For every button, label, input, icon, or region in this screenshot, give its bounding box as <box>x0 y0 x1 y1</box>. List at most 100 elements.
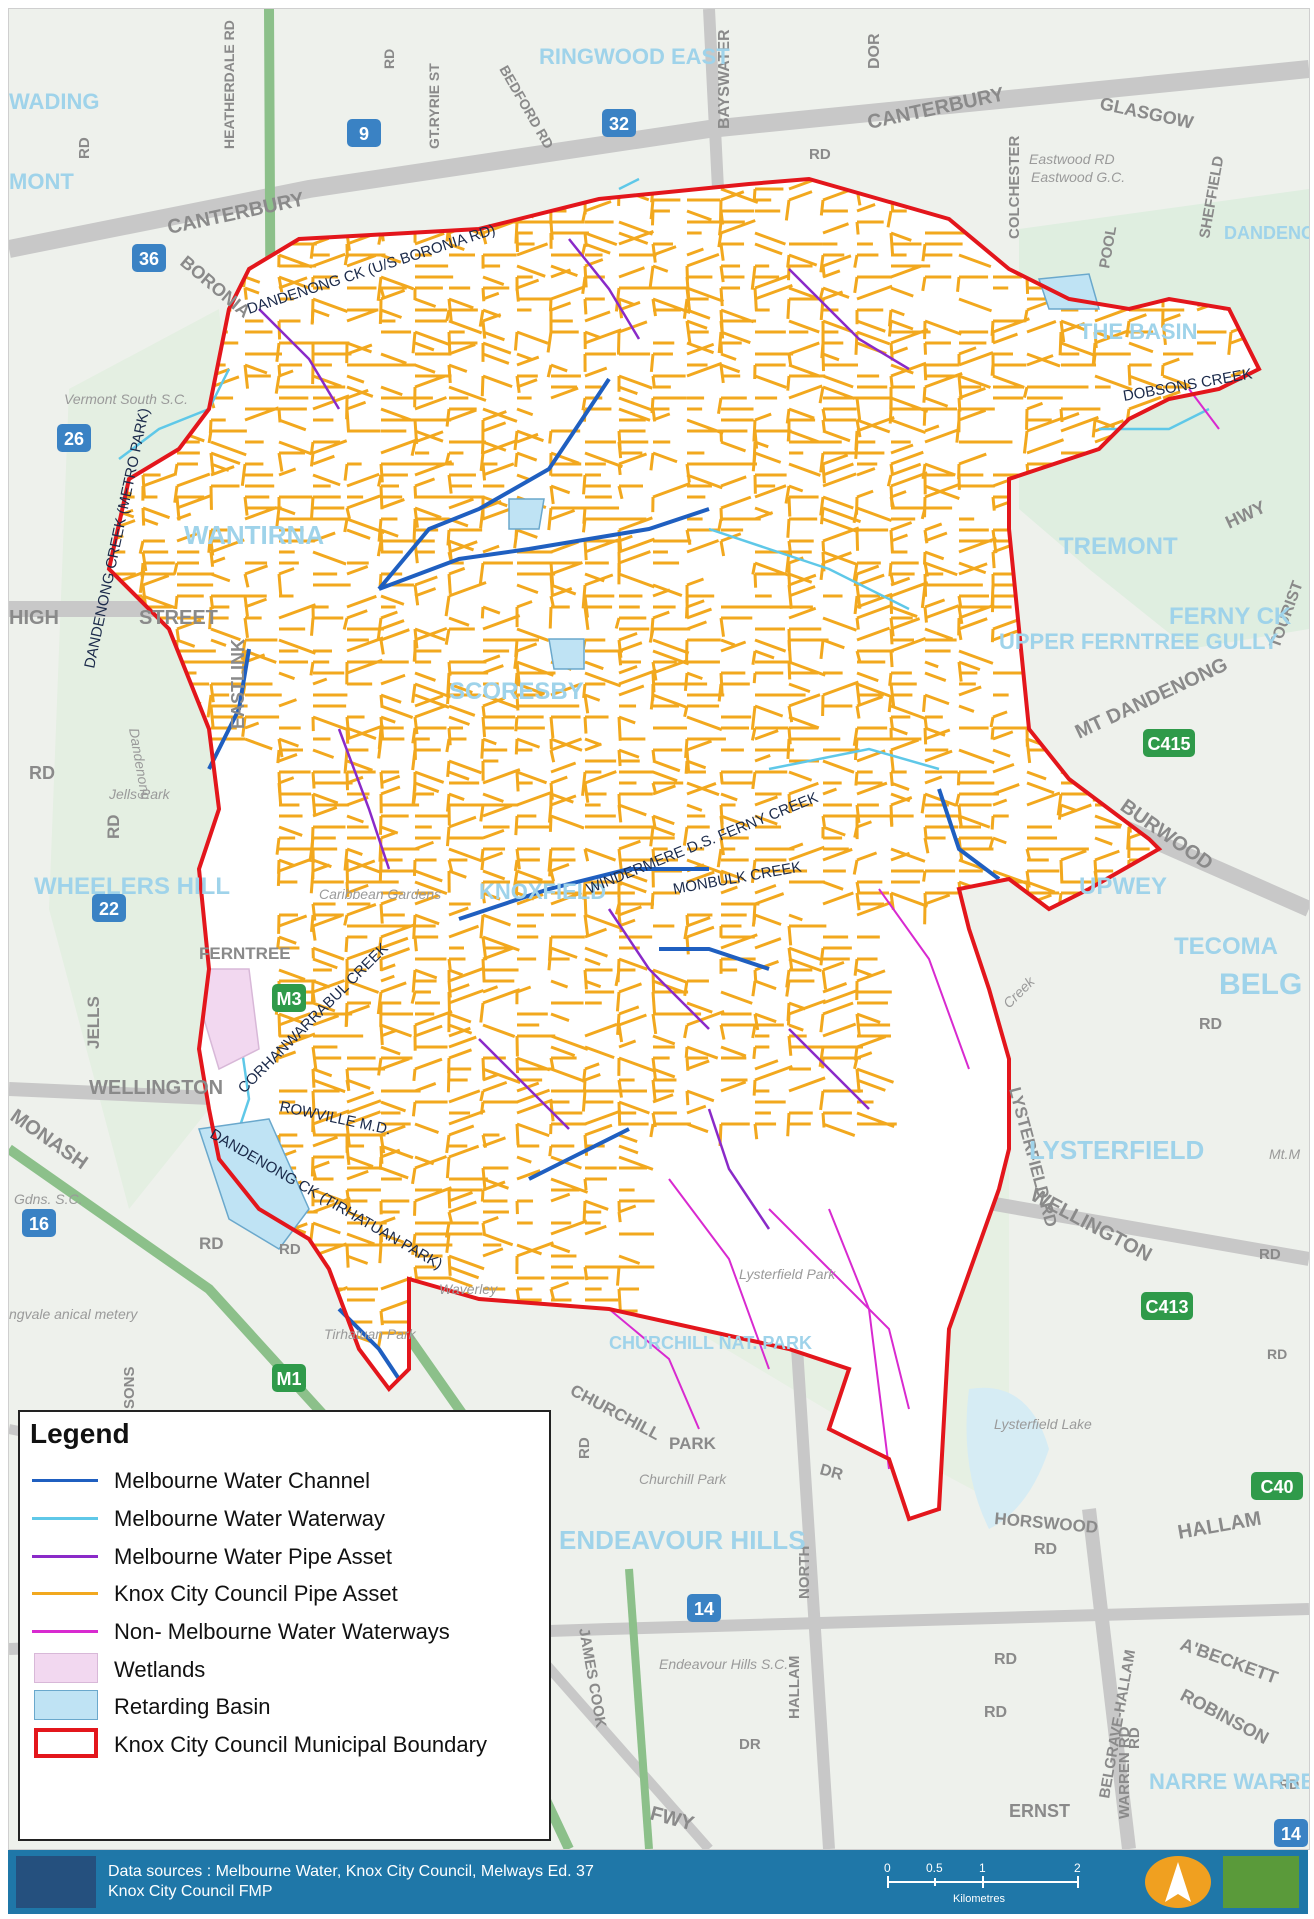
council-pipe-segment <box>482 374 513 389</box>
council-pipe-segment <box>482 275 505 286</box>
council-pipe-segment <box>346 594 377 609</box>
route-shield-label: M1 <box>276 1369 301 1389</box>
council-pipe-segment <box>312 1160 330 1170</box>
council-pipe-segment <box>618 452 648 466</box>
council-pipe-segment <box>312 748 335 759</box>
council-pipe-segment <box>310 309 315 325</box>
council-pipe-segment <box>583 892 588 916</box>
road-label: JELLS <box>84 996 103 1049</box>
council-pipe-segment <box>753 573 758 588</box>
council-pipe-segment <box>992 332 1018 345</box>
council-pipe-segment <box>448 704 476 717</box>
council-pipe-segment <box>990 815 995 830</box>
council-pipe-segment <box>550 508 576 521</box>
council-pipe-segment <box>278 603 317 620</box>
council-pipe-segment <box>516 264 546 278</box>
council-pipe-segment <box>243 287 248 300</box>
council-pipe-segment <box>482 313 502 323</box>
council-pipe-segment <box>479 804 485 822</box>
council-pipe-segment <box>411 793 417 806</box>
council-pipe-segment <box>412 914 417 939</box>
council-pipe-segment <box>482 421 507 433</box>
route-shield <box>1274 1819 1308 1847</box>
council-pipe-segment <box>312 677 328 686</box>
council-pipe-segment <box>446 1068 451 1093</box>
council-pipe-segment <box>413 716 419 735</box>
council-pipe-segment <box>788 341 820 356</box>
council-pipe-segment <box>1094 307 1130 323</box>
scale-tick: 1 <box>979 1861 986 1875</box>
council-pipe-segment <box>346 308 377 323</box>
council-pipe-segment <box>686 473 723 490</box>
road-label: RD <box>76 137 93 159</box>
legend-item: Melbourne Water Waterway <box>26 1498 546 1538</box>
scale-tick: 0 <box>884 1861 891 1875</box>
council-pipe-segment <box>240 463 247 487</box>
road-label: NORTH <box>796 1546 813 1599</box>
council-pipe-segment <box>920 793 927 814</box>
suburb-label: BELG <box>1219 968 1302 1001</box>
council-pipe-segment <box>278 467 297 477</box>
council-pipe-segment <box>888 562 893 577</box>
council-pipe-segment <box>854 771 859 786</box>
council-pipe-segment <box>346 944 383 961</box>
council-pipe-segment <box>380 275 414 291</box>
council-pipe-segment <box>856 1067 895 1084</box>
council-pipe-segment <box>210 638 227 647</box>
council-pipe-segment <box>992 618 1018 631</box>
council-pipe-segment <box>312 439 348 455</box>
council-pipe-segment <box>482 1177 510 1190</box>
council-pipe-segment <box>275 1046 281 1063</box>
road-label: WARREN RD <box>1116 1726 1133 1819</box>
council-pipe-segment <box>1058 331 1063 356</box>
road-label: SONS <box>121 1366 138 1409</box>
scale-bar: 0 0.5 1 2 Kilometres <box>878 1858 1088 1908</box>
council-pipe-segment <box>312 1109 350 1126</box>
council-pipe-segment <box>378 309 383 325</box>
suburb-label: RINGWOOD EAST <box>539 44 730 69</box>
council-pipe-segment <box>345 1200 350 1212</box>
council-pipe-segment <box>719 870 725 882</box>
council-pipe-segment <box>685 936 690 955</box>
council-pipe-segment <box>482 988 521 1005</box>
council-pipe-segment <box>482 1232 514 1247</box>
council-pipe-segment <box>924 372 963 389</box>
council-pipe-segment <box>309 243 315 259</box>
council-pipe-segment <box>380 1100 407 1113</box>
council-pipe-segment <box>649 353 655 372</box>
council-pipe-segment <box>1128 374 1163 390</box>
council-pipe-segment <box>618 869 648 883</box>
legend-item: Knox City Council Pipe Asset <box>26 1573 546 1613</box>
council-pipe-segment <box>378 815 383 835</box>
council-pipe-segment <box>482 291 500 301</box>
council-pipe-segment <box>684 606 689 619</box>
council-pipe-segment <box>720 640 747 653</box>
council-pipe-segment <box>516 242 549 257</box>
council-pipe-segment <box>853 1057 859 1070</box>
council-pipe-segment <box>786 298 791 319</box>
council-pipe-segment <box>854 441 859 459</box>
council-pipe-segment <box>1060 341 1097 358</box>
council-pipe-segment <box>550 583 577 596</box>
council-pipe-segment <box>958 814 991 829</box>
council-pipe-segment <box>856 820 872 829</box>
council-pipe-segment <box>921 243 927 262</box>
council-pipe-segment <box>617 441 623 459</box>
council-pipe-segment <box>174 595 179 610</box>
council-pipe-segment <box>448 566 466 576</box>
council-pipe-segment <box>856 968 872 977</box>
council-pipe-segment <box>821 815 826 827</box>
council-pipe-segment <box>618 631 638 642</box>
council-pipe-segment <box>414 396 447 411</box>
council-pipe-segment <box>686 539 720 554</box>
council-pipe-segment <box>380 715 396 724</box>
council-pipe-segment <box>516 432 539 444</box>
council-pipe-segment <box>584 242 611 255</box>
council-pipe-segment <box>751 771 757 790</box>
council-pipe-segment <box>516 1122 550 1138</box>
council-pipe-segment <box>754 511 774 521</box>
council-pipe-segment <box>142 473 176 488</box>
council-pipe-segment <box>479 914 485 939</box>
council-pipe-segment <box>550 386 579 400</box>
council-pipe-segment <box>206 694 213 718</box>
